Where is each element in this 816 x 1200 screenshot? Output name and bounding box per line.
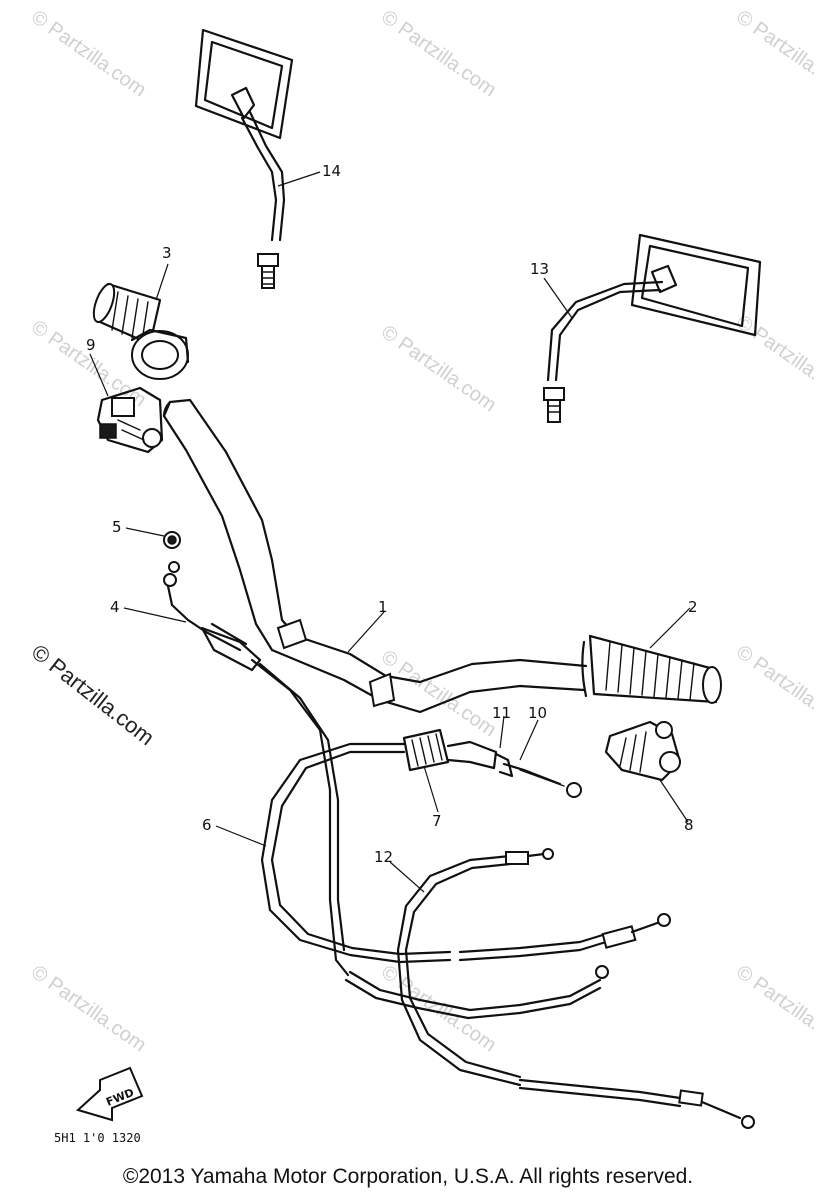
handlebar xyxy=(162,398,588,714)
callouts: 14 3 13 9 5 4 1 2 11 10 7 8 6 12 xyxy=(86,162,698,866)
throttle-cable-fittings xyxy=(402,728,582,798)
callout-8: 8 xyxy=(684,816,694,834)
watermark-group: © Partzilla.com © Partzilla.com © Partzi… xyxy=(27,6,816,1056)
callout-2: 2 xyxy=(688,598,698,616)
callout-12: 12 xyxy=(374,848,393,866)
left-switch xyxy=(96,386,164,454)
callout-5: 5 xyxy=(112,518,122,536)
watermark: © Partzilla.com xyxy=(732,6,816,101)
watermark: © Partzilla.com xyxy=(732,961,816,1056)
nut-part xyxy=(163,531,181,549)
fwd-arrow: FWD xyxy=(76,1066,144,1122)
callout-1: 1 xyxy=(378,598,388,616)
diagram-code: 5H1 1'0 1320 xyxy=(54,1131,141,1145)
clutch-cable xyxy=(163,561,350,977)
callout-9: 9 xyxy=(86,336,96,354)
callout-11: 11 xyxy=(492,704,511,722)
right-switch xyxy=(604,720,682,782)
watermark: © Partzilla.com xyxy=(27,6,150,101)
mirror-left xyxy=(194,28,294,289)
throttle-cables xyxy=(260,742,755,1129)
right-grip xyxy=(581,634,722,704)
watermark: © Partzilla.com xyxy=(732,641,816,736)
watermark: © Partzilla.com xyxy=(377,321,500,416)
callout-10: 10 xyxy=(528,704,547,722)
callout-3: 3 xyxy=(162,244,172,262)
callout-6: 6 xyxy=(202,816,212,834)
throttle-grip xyxy=(92,282,190,380)
watermark: © Partzilla.com xyxy=(732,311,816,406)
callout-4: 4 xyxy=(110,598,120,616)
callout-7: 7 xyxy=(432,812,442,830)
watermark: © Partzilla.com xyxy=(377,646,500,741)
watermark-side: © Partzilla.com xyxy=(27,639,159,750)
leader-lines xyxy=(89,171,691,893)
callout-14: 14 xyxy=(322,162,341,180)
watermark: © Partzilla.com xyxy=(27,961,150,1056)
copyright-notice: ©2013 Yamaha Motor Corporation, U.S.A. A… xyxy=(122,1165,694,1188)
parts-diagram: © Partzilla.com © Partzilla.com © Partzi… xyxy=(27,6,816,1145)
watermark: © Partzilla.com xyxy=(377,6,500,101)
mirror-right xyxy=(543,233,762,423)
callout-13: 13 xyxy=(530,260,549,278)
